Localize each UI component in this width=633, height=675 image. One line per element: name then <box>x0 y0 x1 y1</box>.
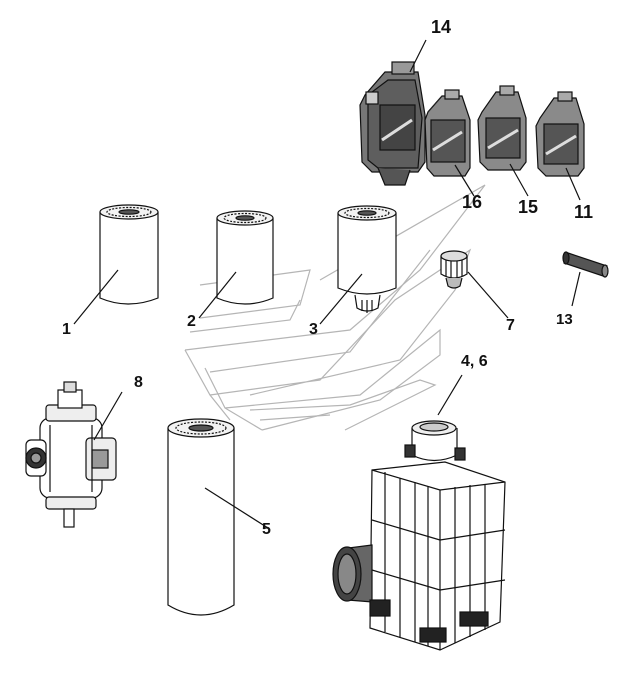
canister-16 <box>424 89 471 177</box>
filter-2 <box>216 210 274 305</box>
callout-16: 16 <box>462 192 483 212</box>
callout-8: 8 <box>134 374 143 391</box>
canister-15 <box>477 85 527 171</box>
filter-1 <box>99 204 159 305</box>
callout-13: 13 <box>556 311 573 328</box>
callout-3: 3 <box>309 321 318 338</box>
filter-3 <box>337 205 397 313</box>
callout-14: 14 <box>431 17 452 37</box>
background-watermark <box>184 184 486 431</box>
air-filter-housing-4-6 <box>332 420 506 651</box>
cap-7 <box>440 250 468 289</box>
callout-11: 11 <box>574 202 594 222</box>
canister-14 <box>359 61 426 186</box>
separator-8 <box>25 381 117 528</box>
leader-lines <box>73 39 581 529</box>
callout-5: 5 <box>262 521 271 538</box>
filter-5 <box>167 418 235 616</box>
canister-11 <box>535 91 585 177</box>
callout-1: 1 <box>62 321 71 338</box>
callout-2: 2 <box>187 313 196 330</box>
callout-15: 15 <box>518 197 539 217</box>
callout-7: 7 <box>506 317 515 334</box>
callout-4-6: 4, 6 <box>461 353 488 370</box>
tube-13 <box>562 251 609 278</box>
